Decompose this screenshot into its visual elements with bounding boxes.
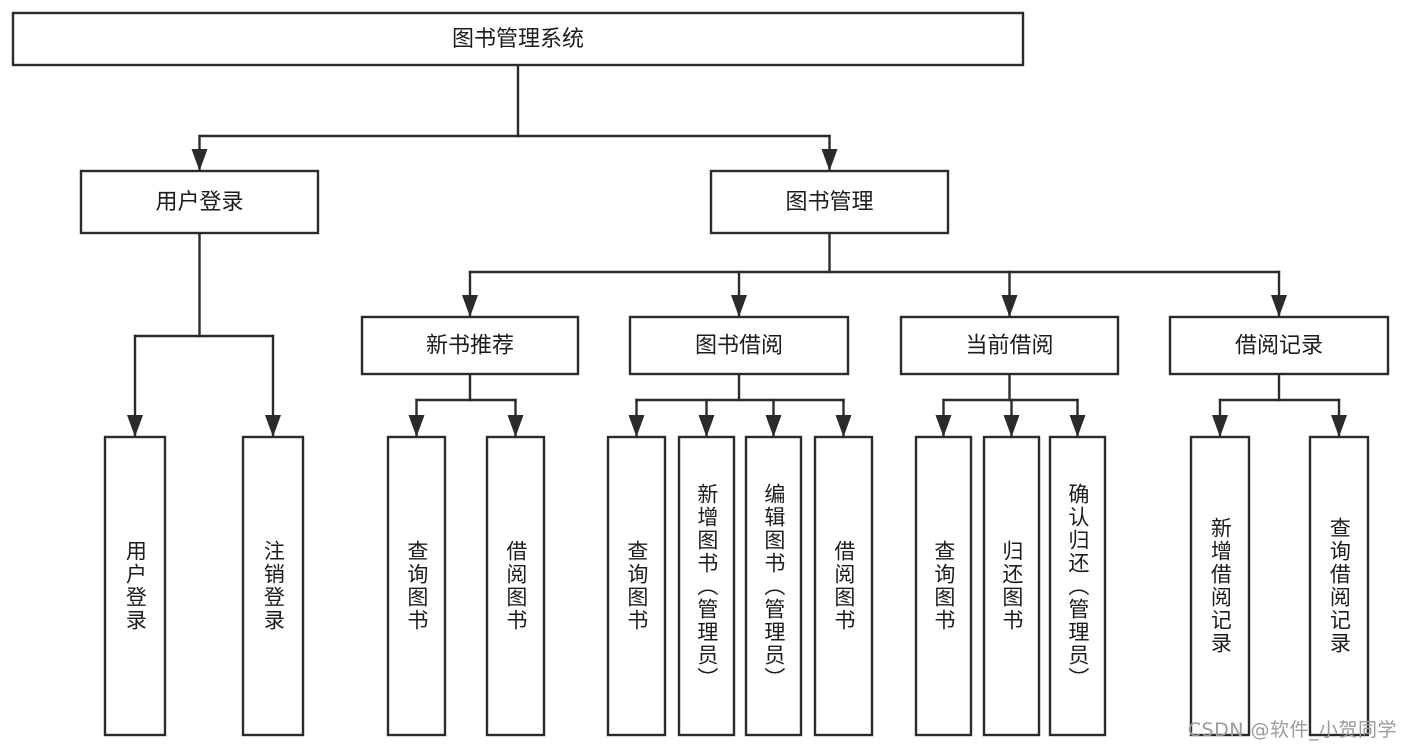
level3-node-3-label: 借阅记录 bbox=[1235, 334, 1323, 359]
arrow-head-icon bbox=[265, 415, 281, 437]
leaf-node-0-rect[interactable] bbox=[103, 435, 167, 737]
level2-node-0[interactable]: 用户登录 bbox=[79, 169, 320, 235]
arrow-head-icon bbox=[835, 415, 852, 437]
level3-node-1-label: 图书借阅 bbox=[695, 334, 783, 359]
csdn-watermark: CSDN @软件_小贺同学 bbox=[1187, 719, 1397, 741]
root-node-book-management-system[interactable]: 图书管理系统 bbox=[11, 11, 1025, 67]
arrow-head-icon bbox=[1069, 415, 1086, 437]
level2-node-1-rect bbox=[709, 169, 950, 235]
leaf-node-8-rect[interactable] bbox=[914, 435, 973, 737]
arrow-head-icon bbox=[127, 415, 143, 437]
leaf-node-12-rect[interactable] bbox=[1308, 435, 1370, 737]
level3-node-0[interactable]: 新书推荐 bbox=[360, 315, 580, 376]
arrow-head-icon bbox=[1271, 295, 1287, 317]
level3-node-0-rect bbox=[360, 315, 580, 376]
level3-node-3[interactable]: 借阅记录 bbox=[1168, 315, 1390, 376]
leaf-node-9-rect[interactable] bbox=[982, 435, 1041, 737]
level3-node-1[interactable]: 图书借阅 bbox=[628, 315, 850, 376]
arrow-head-icon bbox=[935, 415, 952, 437]
level2-node-0-label: 用户登录 bbox=[155, 190, 243, 215]
arrow-head-icon bbox=[408, 415, 425, 437]
arrow-head-icon bbox=[1212, 415, 1228, 437]
level3-node-2-rect bbox=[899, 315, 1120, 376]
leaf-node-7-rect[interactable] bbox=[813, 435, 874, 737]
level3-node-3-rect bbox=[1168, 315, 1390, 376]
arrow-head-icon bbox=[765, 415, 782, 437]
level2-node-1[interactable]: 图书管理 bbox=[709, 169, 950, 235]
leaf-node-1-rect[interactable] bbox=[241, 435, 305, 737]
level2-node-1-label: 图书管理 bbox=[785, 190, 873, 215]
leaf-node-6-rect[interactable] bbox=[744, 435, 803, 737]
root-node-book-management-system-rect bbox=[11, 11, 1025, 67]
arrow-head-icon bbox=[1001, 295, 1018, 317]
arrow-head-icon bbox=[731, 295, 747, 317]
leaf-node-5-rect[interactable] bbox=[677, 435, 736, 737]
leaf-node-2-rect[interactable] bbox=[386, 435, 447, 737]
root-node-book-management-system-label: 图书管理系统 bbox=[452, 27, 584, 52]
leaf-node-4-rect[interactable] bbox=[606, 435, 667, 737]
arrow-head-icon bbox=[698, 415, 715, 437]
level3-node-2[interactable]: 当前借阅 bbox=[899, 315, 1120, 376]
level3-node-1-rect bbox=[628, 315, 850, 376]
level3-node-0-label: 新书推荐 bbox=[426, 334, 514, 359]
arrow-head-icon bbox=[507, 415, 524, 437]
arrow-head-icon bbox=[821, 149, 838, 171]
arrow-head-icon bbox=[1331, 415, 1347, 437]
leaf-node-11-rect[interactable] bbox=[1189, 435, 1251, 737]
leaf-node-3-rect[interactable] bbox=[485, 435, 546, 737]
level3-node-2-label: 当前借阅 bbox=[965, 334, 1053, 359]
arrow-head-icon bbox=[191, 149, 208, 171]
level2-node-0-rect bbox=[79, 169, 320, 235]
arrow-head-icon bbox=[1003, 415, 1020, 437]
leaf-node-10-rect[interactable] bbox=[1048, 435, 1107, 737]
arrow-head-icon bbox=[462, 295, 478, 317]
arrow-head-icon bbox=[628, 415, 645, 437]
